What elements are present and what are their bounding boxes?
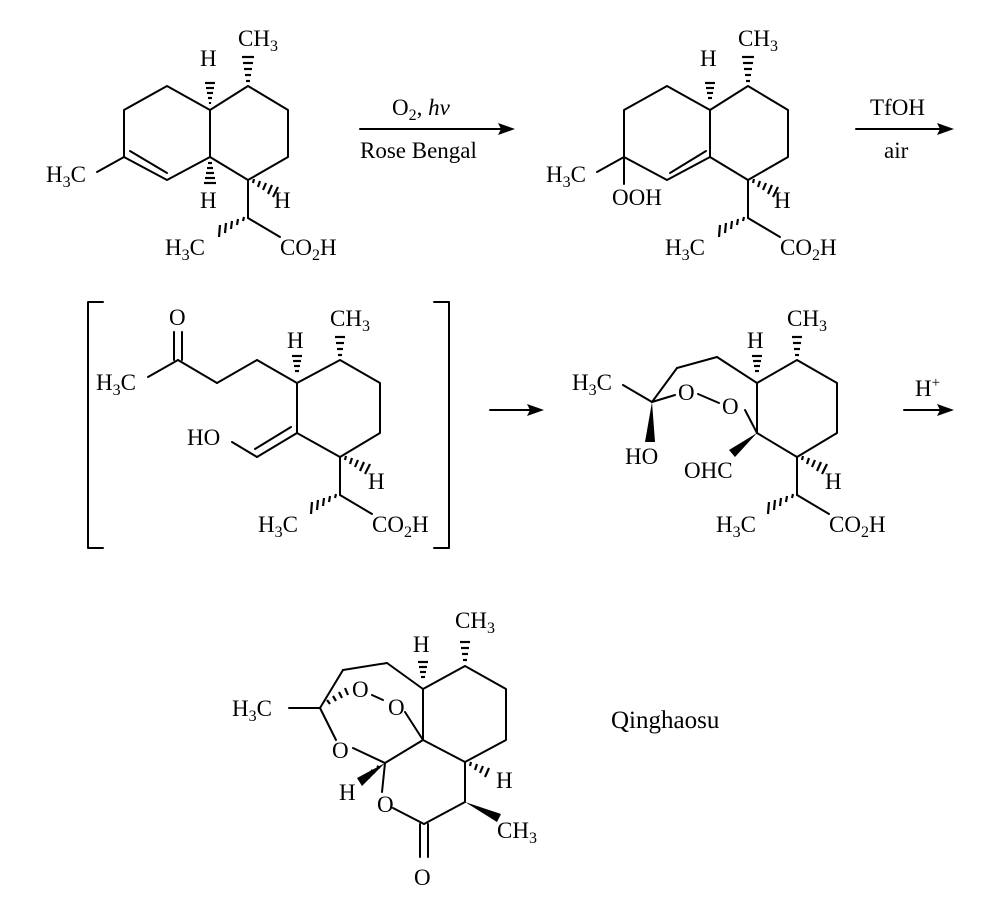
hash-wedge xyxy=(204,55,279,238)
svg-text:H3C: H3C xyxy=(165,235,205,264)
svg-text:O2, hν: O2, hν xyxy=(392,95,451,124)
atom-h: H xyxy=(825,469,842,494)
label-ch3: CH3 xyxy=(238,26,278,55)
label-co2h: CO2H xyxy=(372,512,429,541)
molecule-intermediate: O H H HO CH3 H3C H3C CO2H xyxy=(87,301,450,549)
bracket-right xyxy=(433,301,450,549)
bracket-left xyxy=(87,301,104,549)
svg-text:H3C: H3C xyxy=(546,162,586,191)
atom-h: H xyxy=(413,632,430,657)
svg-text:H3C: H3C xyxy=(665,235,705,264)
label-h3c: H3C xyxy=(258,512,298,541)
label-ohc: OHC xyxy=(684,458,733,483)
svg-text:CH3: CH3 xyxy=(238,26,278,55)
label-h3c: H3C xyxy=(546,162,586,191)
reagent-label: H+ xyxy=(915,375,940,401)
atom-o: O xyxy=(332,738,349,763)
svg-text:H+: H+ xyxy=(915,375,940,401)
label-h3c: H3C xyxy=(716,512,756,541)
atom-h: H xyxy=(368,469,385,494)
atom-h: H xyxy=(339,780,356,805)
reagent-label: O2, hν xyxy=(392,95,451,124)
molecule-starting-material: H H H CH3 H3C H3C CO2H xyxy=(46,26,337,264)
reagent-label: air xyxy=(884,138,909,163)
hash-wedge xyxy=(752,335,828,515)
label-ch3: CH3 xyxy=(787,306,827,335)
hash-wedge xyxy=(292,335,371,515)
atom-h: H xyxy=(200,46,217,71)
svg-text:H3C: H3C xyxy=(232,696,272,725)
label-h3c: H3C xyxy=(46,162,86,191)
atom-h: H xyxy=(747,328,764,353)
atom-h: H xyxy=(274,188,291,213)
label-ch3: CH3 xyxy=(330,306,370,335)
svg-text:CH3: CH3 xyxy=(330,306,370,335)
hash-wedge xyxy=(705,55,779,238)
hash-wedge xyxy=(326,640,491,779)
label-h3c: H3C xyxy=(232,696,272,725)
svg-text:H3C: H3C xyxy=(716,512,756,541)
molecule-qinghaosu: O O O O O H H H CH3 CH3 H3C xyxy=(232,608,537,890)
atom-o: O xyxy=(414,865,431,890)
svg-text:H3C: H3C xyxy=(46,162,86,191)
label-co2h: CO2H xyxy=(780,235,837,264)
label-co2h: CO2H xyxy=(829,512,886,541)
atom-h: H xyxy=(774,188,791,213)
atom-o: O xyxy=(722,394,739,419)
label-h3c: H3C xyxy=(96,370,136,399)
reaction-arrow-4: H+ xyxy=(903,375,954,416)
reaction-arrow-3 xyxy=(489,404,544,416)
svg-text:CO2H: CO2H xyxy=(372,512,429,541)
atom-h: H xyxy=(287,328,304,353)
svg-text:CH3: CH3 xyxy=(738,26,778,55)
svg-text:CO2H: CO2H xyxy=(780,235,837,264)
reaction-arrow-1: O2, hν Rose Bengal xyxy=(359,95,515,163)
reagent-label: Rose Bengal xyxy=(360,138,477,163)
svg-text:H3C: H3C xyxy=(572,370,612,399)
label-ch3: CH3 xyxy=(455,608,495,637)
svg-text:H3C: H3C xyxy=(258,512,298,541)
label-co2h: CO2H xyxy=(280,235,337,264)
label-ch3: CH3 xyxy=(497,818,537,847)
label-h3c: H3C xyxy=(665,235,705,264)
atom-o: O xyxy=(678,380,695,405)
svg-text:CH3: CH3 xyxy=(497,818,537,847)
label-ooh: OOH xyxy=(612,185,662,210)
label-ho: HO xyxy=(187,425,220,450)
svg-text:CO2H: CO2H xyxy=(280,235,337,264)
svg-text:H3C: H3C xyxy=(96,370,136,399)
svg-text:CO2H: CO2H xyxy=(829,512,886,541)
atom-h: H xyxy=(700,46,717,71)
atom-o: O xyxy=(352,677,369,702)
atom-o: O xyxy=(377,792,394,817)
reagent-label: TfOH xyxy=(870,95,925,120)
atom-o: O xyxy=(388,695,405,720)
svg-text:CH3: CH3 xyxy=(787,306,827,335)
atom-h: H xyxy=(200,188,217,213)
molecule-endoperoxide: O O H H HO OHC CH3 H3C H3C CO2H xyxy=(572,306,886,541)
svg-text:CH3: CH3 xyxy=(455,608,495,637)
label-h3c: H3C xyxy=(572,370,612,399)
label-ch3: CH3 xyxy=(738,26,778,55)
molecule-hydroperoxide: H H OOH CH3 H3C H3C CO2H xyxy=(546,26,837,264)
product-name: Qinghaosu xyxy=(611,707,720,734)
atom-o: O xyxy=(169,305,186,330)
label-h3c: H3C xyxy=(165,235,205,264)
label-ho: HO xyxy=(625,444,658,469)
atom-h: H xyxy=(496,768,513,793)
reaction-arrow-2: TfOH air xyxy=(855,95,954,163)
